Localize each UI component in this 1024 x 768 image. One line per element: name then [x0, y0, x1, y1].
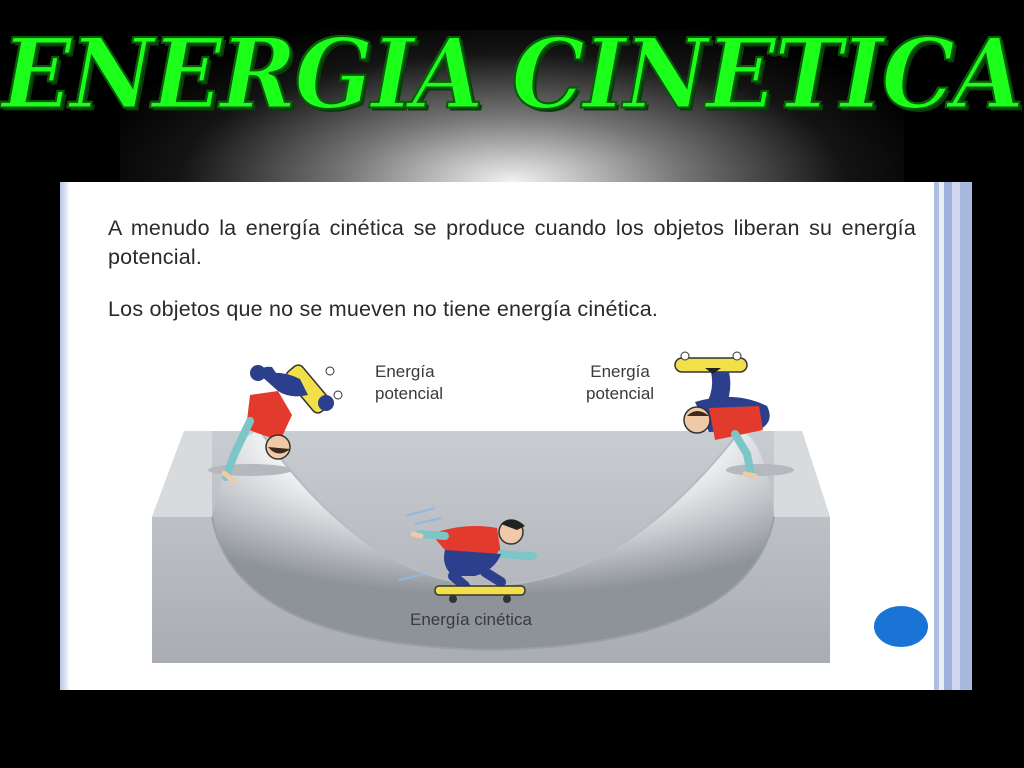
paragraph-1: A menudo la energía cinética se produce …	[108, 216, 916, 269]
panel-left-border	[60, 182, 70, 690]
skater-center	[398, 507, 537, 603]
text-block: A menudo la energía cinética se produce …	[108, 214, 916, 324]
paragraph-2: Los objetos que no se mueven no tiene en…	[108, 297, 659, 321]
skater-right	[674, 351, 770, 479]
label-kinetic: Energía cinética	[410, 610, 532, 629]
blue-dot	[874, 606, 928, 647]
skater-left	[221, 364, 343, 484]
title-glow	[120, 30, 904, 190]
label-potential-left: Energía potencial	[375, 362, 444, 403]
panel-right-border	[930, 182, 972, 690]
label-potential-right: Energía potencial	[586, 362, 655, 403]
halfpipe-illustration	[152, 351, 830, 663]
slide-title: ENERGIA CINETICA	[1, 17, 1024, 131]
